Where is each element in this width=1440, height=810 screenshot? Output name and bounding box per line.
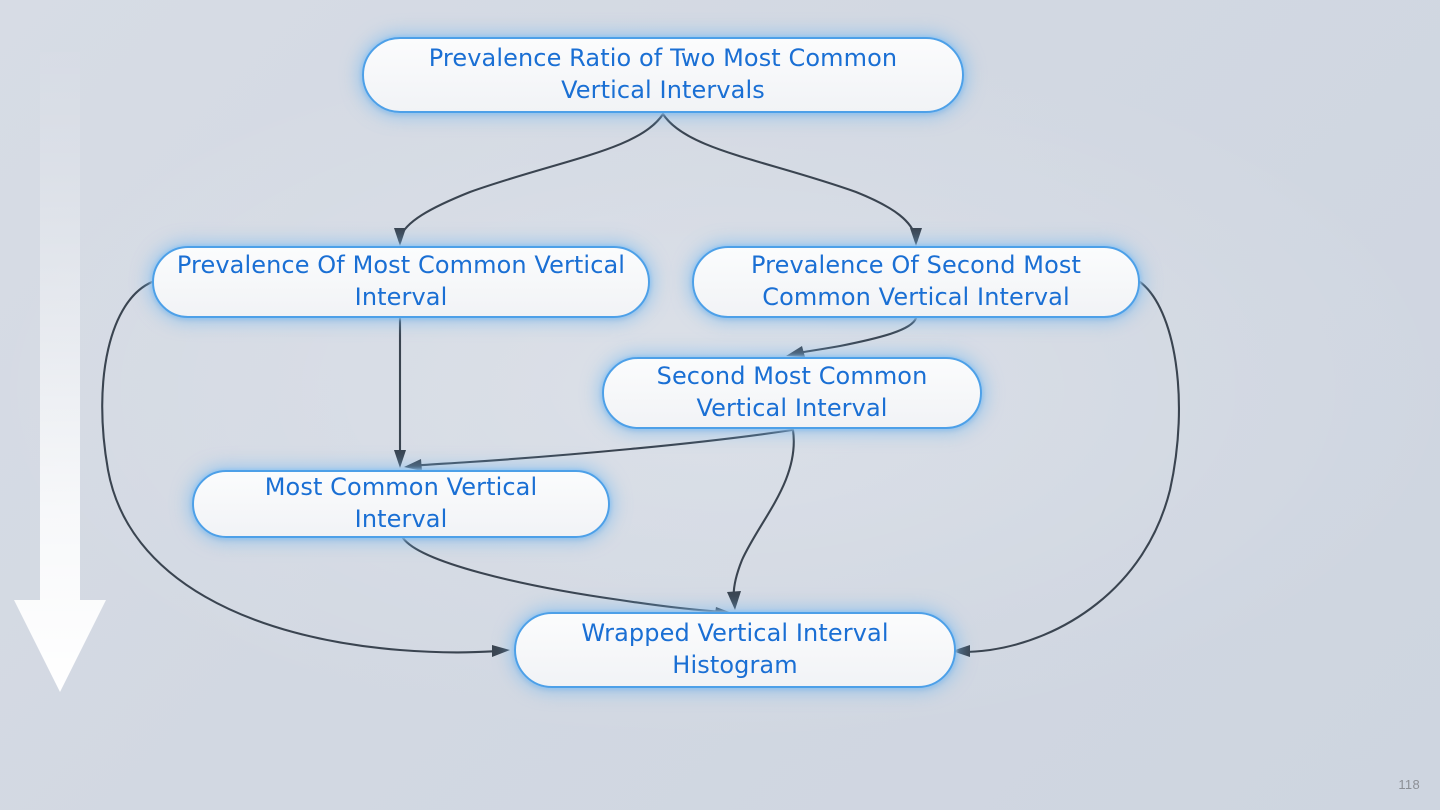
edge-most-common-to-wrapped-histogram [401,536,732,619]
node-most-common-vertical-interval[interactable]: Most Common Vertical Interval [192,470,610,538]
edge-second-most-common-to-most-common [404,428,794,471]
edge-prevalence-most-to-most-common [394,316,406,468]
node-label: Wrapped Vertical Interval Histogram [581,619,889,679]
node-label: Prevalence Ratio of Two Most Common Vert… [428,44,898,104]
down-arrow-graphic [14,52,106,692]
node-label: Prevalence Of Most Common Vertical Inter… [176,251,626,311]
edge-ratio-to-prevalence-most [394,112,665,246]
edge-ratio-to-prevalence-second [661,112,922,246]
edge-prevalence-second-to-wrapped-histogram [952,280,1181,657]
node-wrapped-vertical-interval-histogram[interactable]: Wrapped Vertical Interval Histogram [514,612,956,688]
node-label: Second Most Common Vertical Interval [656,362,928,422]
page-number: 118 [1398,777,1420,792]
edge-second-most-common-to-wrapped-histogram [727,428,795,610]
node-second-most-common-vertical-interval[interactable]: Second Most Common Vertical Interval [602,357,982,429]
edge-prevalence-second-to-second-most-common [786,316,918,357]
node-label: Most Common Vertical Interval [264,473,538,533]
node-prevalence-of-most-common-vertical-interval[interactable]: Prevalence Of Most Common Vertical Inter… [152,246,650,318]
node-label: Prevalence Of Second Most Common Vertica… [750,251,1082,311]
node-prevalence-ratio-of-two-most-common-vertical-intervals[interactable]: Prevalence Ratio of Two Most Common Vert… [362,37,964,113]
node-prevalence-of-second-most-common-vertical-interval[interactable]: Prevalence Of Second Most Common Vertica… [692,246,1140,318]
